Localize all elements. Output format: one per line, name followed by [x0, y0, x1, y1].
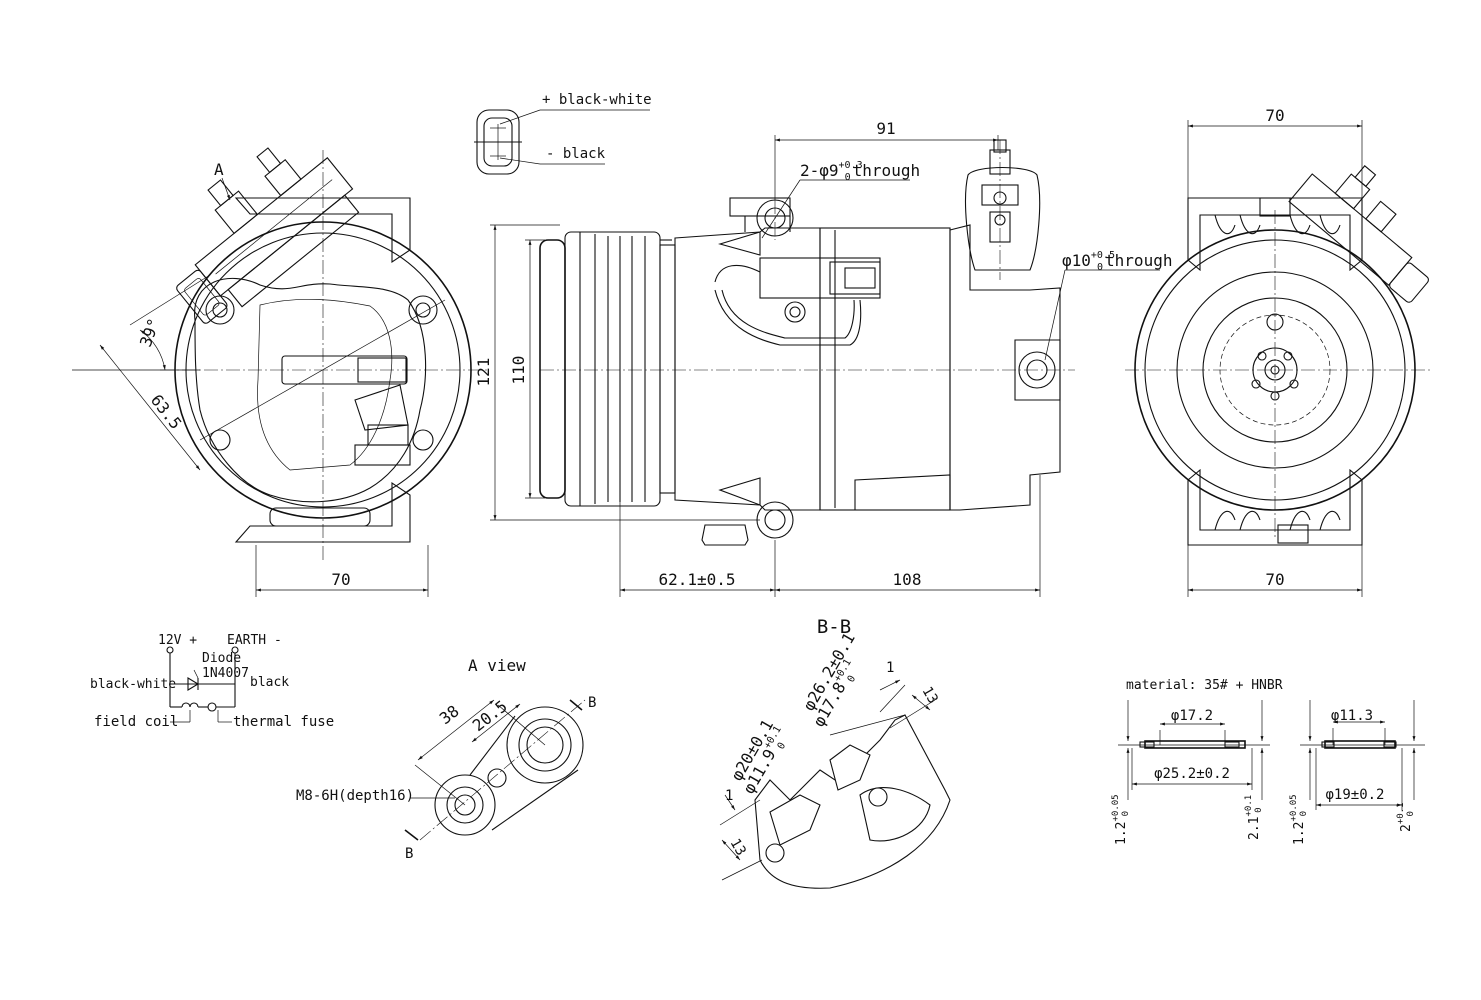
radius-63-5-dim: 63.5 [147, 391, 186, 433]
seal-details: material: 35# + HNBR φ17.2 φ25.2±0.2 1.2… [1111, 678, 1425, 845]
a-view-thread-label: M8-6H(depth16) [296, 788, 414, 804]
section-dim-13-bottom: 13 [727, 836, 749, 859]
connector-plus-label: + black-white [542, 92, 652, 108]
section-title: B-B [817, 616, 851, 638]
wiring-plus-label: 12V + [158, 633, 197, 648]
view-a-marker: A [214, 160, 224, 179]
seal2-height-dim: 2+0.10 [1396, 802, 1416, 832]
a-view-detail: A view 38 20.5 M8-6H(depth16) B B [296, 656, 596, 862]
section-marker-b-bottom: B [405, 846, 413, 862]
rear-width-top-dim: 70 [1265, 106, 1284, 125]
seal2-thickness-dim: 1.2+0.050 [1289, 794, 1309, 845]
seal2-inner-dim: φ11.3 [1331, 708, 1373, 724]
section-dim-1-top: 1 [886, 660, 894, 676]
seal1-height-dim: 2.1+0.10 [1244, 795, 1264, 840]
seal2-outer-dim: φ19±0.2 [1325, 787, 1384, 803]
connector-pinout: + black-white - black [474, 92, 652, 175]
height-110-dim: 110 [509, 356, 528, 385]
wiring-diode-label: Diode [202, 651, 241, 666]
seal-material: material: 35# + HNBR [1126, 678, 1283, 693]
wiring-right-wire: black [250, 675, 289, 690]
section-bb-detail: φ26.2±0.1 φ17.8+0.10 φ20±0.1 φ11.9+0.10 … [719, 629, 951, 889]
connector-minus-label: - black [546, 146, 606, 162]
a-view-dim-38: 38 [436, 701, 463, 728]
front-width-dim: 70 [331, 570, 350, 589]
wiring-diode-part: 1N4007 [202, 666, 249, 681]
length-91-dim: 91 [876, 119, 895, 138]
a-view-title: A view [468, 656, 526, 675]
section-dim-1-bottom: 1 [725, 788, 733, 804]
seal1-thickness-dim: 1.2+0.050 [1111, 794, 1131, 845]
section-marker-b-top: B [588, 695, 596, 711]
wiring-diagram: 12V + EARTH - Diode 1N4007 black-white b… [90, 633, 334, 730]
length-108-dim: 108 [893, 570, 922, 589]
wiring-field-coil: field coil [94, 714, 178, 730]
length-62-1-dim: 62.1±0.5 [658, 570, 735, 589]
height-121-dim: 121 [474, 358, 493, 387]
seal1-inner-dim: φ17.2 [1171, 708, 1213, 724]
section-dim-13-top: 13 [919, 684, 941, 707]
angle-39-dim: 39° [136, 316, 164, 350]
front-view: 70 39° 63.5 A [72, 147, 490, 597]
seal1-outer-dim: φ25.2±0.2 [1154, 766, 1230, 782]
wiring-left-wire: black-white [90, 677, 176, 692]
rear-width-bottom-dim: 70 [1265, 570, 1284, 589]
wiring-thermal-fuse: thermal fuse [233, 714, 334, 730]
wiring-earth-label: EARTH - [227, 633, 282, 648]
rear-view: 70 70 [1125, 106, 1430, 597]
